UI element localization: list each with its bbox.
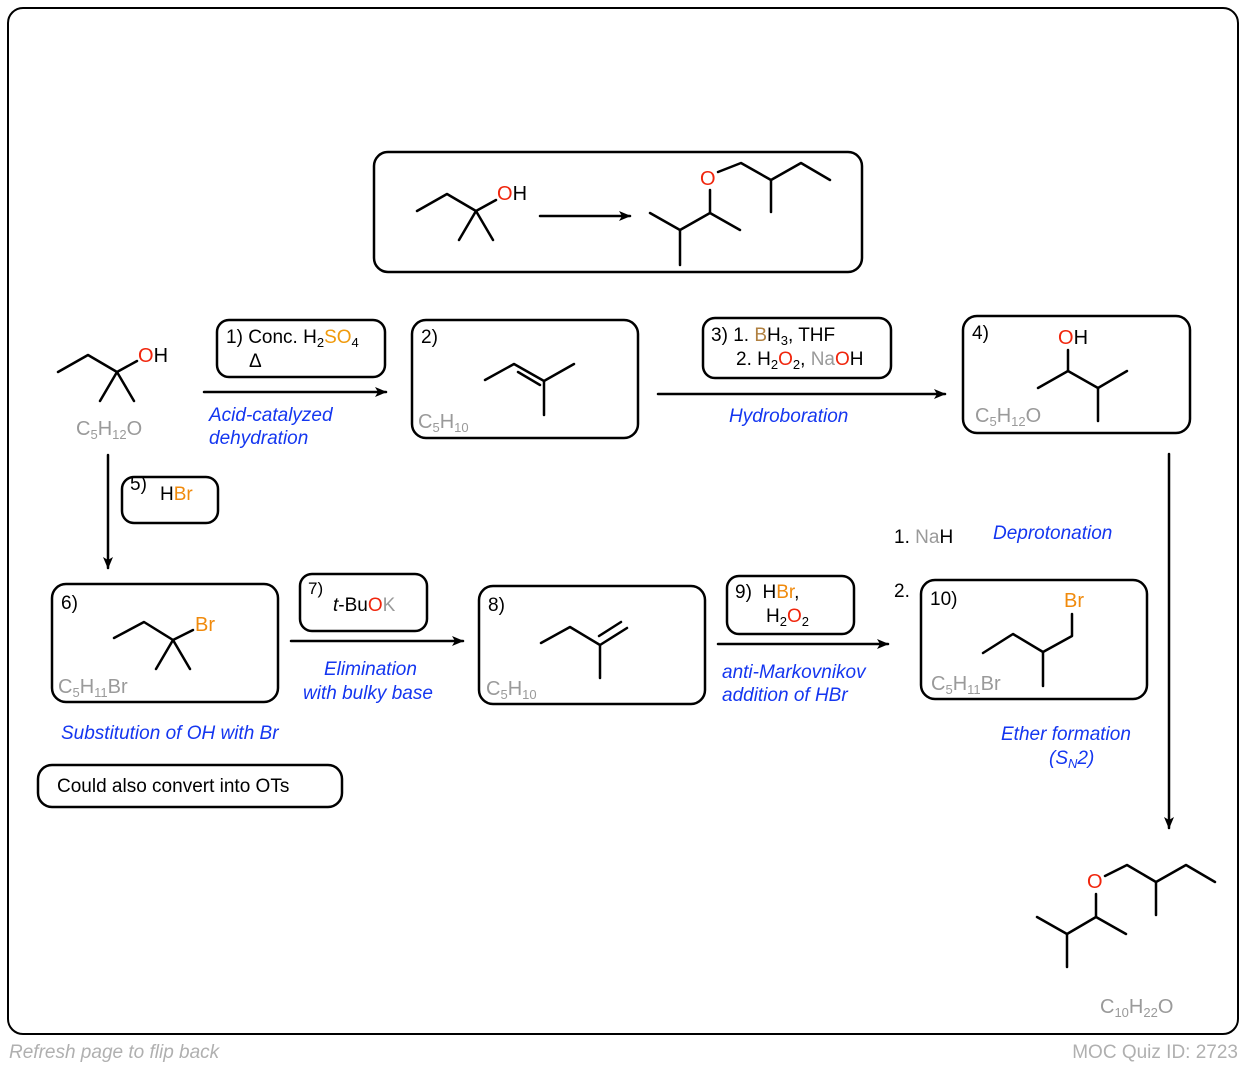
compound-box-4 [961,314,1192,435]
step9-note-line1: anti-Markovnikov [722,662,866,683]
compound-4-skeleton [1036,369,1129,390]
bond [716,161,832,182]
double-bond [516,370,542,387]
step3-reagents-line1: 3) 1. BH3, THF [711,325,836,348]
final-product-oxygen: O [1087,871,1103,893]
bond [154,638,175,671]
target-product-skeleton [648,211,742,232]
aside-text: Could also convert into OTs [57,776,290,797]
compound-8-skeleton [539,625,629,647]
deprotonation-note: Deprotonation [993,523,1113,544]
step-number: 1) [226,327,243,348]
step7-reagent-box [298,572,429,633]
step3-reagent-box [701,316,893,380]
hydrogen-atom: H [512,183,528,205]
compound-2-formula: C5H10 [418,411,469,435]
step9-reagent-box [725,574,856,636]
compound-box-2 [410,318,640,440]
start-skeleton [56,353,139,374]
hydrogen-atom: H [153,345,169,367]
compound-6-number: 6) [61,593,78,614]
step1-note-line2: dehydration [209,428,309,449]
bond [1103,863,1217,884]
step3-note: Hydroboration [729,406,849,427]
card-frame[interactable] [7,7,1239,1035]
refresh-hint-link[interactable]: Refresh page to flip back [9,1042,220,1063]
bond [115,370,136,403]
step7-number: 7) [308,579,324,598]
start-formula: C5H12O [76,418,143,442]
step1-heat: Δ [249,351,262,372]
step9-reagents-line2: H2O2 [766,606,809,629]
compound-6-formula: C5H11Br [58,676,128,700]
oxygen-atom: O [138,345,154,367]
ether-formation-note-line2: (SN2) [1049,748,1095,771]
aside-box [36,763,344,809]
step3-reagents-line2: 2. H2O2, NaOH [736,349,864,372]
target-product-oxygen: O [700,168,716,190]
final-product-skeleton [1035,915,1128,936]
step-number: 9) [735,582,752,603]
compound-box-10 [919,578,1149,701]
compound-2-number: 2) [421,327,438,348]
ether-step1: 1. NaH [894,527,954,548]
compound-10-number: 10) [930,589,958,610]
compound-4-formula: C5H12O [975,405,1042,429]
compound-4-hydroxyl: OH [1058,328,1088,348]
compound-box-8 [477,584,707,706]
bond [98,370,119,403]
bond [171,638,192,671]
target-box [372,150,864,274]
oxygen-atom: O [497,183,513,205]
ether-formation-note-line1: Ether formation [1001,724,1131,745]
compound-6-skeleton [112,620,195,642]
bond [474,209,495,242]
step1-note-line1: Acid-catalyzed [209,405,333,426]
step5-note: Substitution of OH with Br [61,723,279,744]
compound-8-formula: C5H10 [486,678,537,702]
step7-note-line2: with bulky base [303,683,433,704]
compound-10-bromine: Br [1064,590,1084,612]
step5-number: 5) [130,474,147,495]
final-product-formula: C10H22O [1100,996,1174,1020]
step-number: 3) [711,325,728,346]
step5-reagent-box [120,475,220,525]
compound-4-number: 4) [972,323,989,344]
start-hydroxyl: OH [138,346,168,366]
step9-note-line2: addition of HBr [722,685,848,706]
compound-6-bromine: Br [195,614,215,636]
hydrogen-atom: H [1073,327,1089,349]
compound-10-skeleton [981,612,1074,655]
compound-2-skeleton [483,362,576,383]
oxygen-atom: O [1058,327,1074,349]
compound-8-number: 8) [488,595,505,616]
step7-note-line1: Elimination [324,659,417,680]
target-start-hydroxyl: OH [497,184,527,204]
compound-10-formula: C5H11Br [931,673,1001,697]
target-start-skeleton [415,192,498,213]
bond [457,209,478,242]
step5-reagent: HBr [160,484,193,505]
compound-box-6 [50,582,280,704]
step1-reagent-box [215,318,387,379]
quiz-id: MOC Quiz ID: 2723 [1072,1042,1238,1063]
double-bond [597,620,623,638]
step7-reagent: t-BuOK [333,595,396,616]
step9-reagents-line1: 9) HBr, [735,582,800,603]
step1-reagents: 1) Conc. H2SO4 [226,327,359,350]
ether-step2-number: 2. [894,581,910,602]
